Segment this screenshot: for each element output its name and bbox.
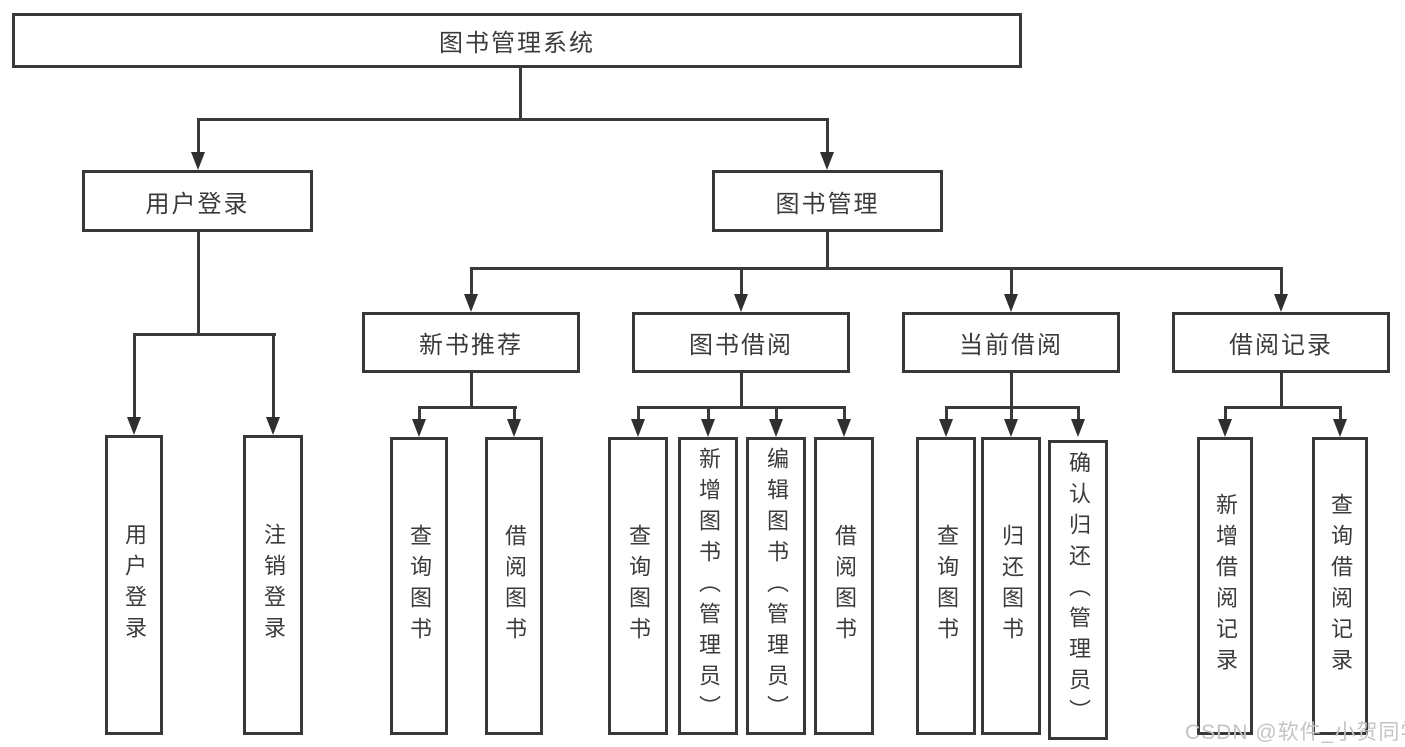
leaf-label: 查询图书 [934, 524, 959, 648]
leaf-label: 归还图书 [999, 524, 1024, 648]
arrowhead-icon [464, 294, 478, 312]
node-label: 图书管理系统 [439, 30, 595, 57]
leaf-label: 编辑图书（管理员） [764, 446, 789, 726]
connector-line [1010, 373, 1013, 409]
connector-line [197, 118, 829, 121]
node-label: 新书推荐 [419, 332, 523, 359]
leaf-current-return-books: 归还图书 [981, 437, 1041, 735]
arrowhead-icon [631, 419, 645, 437]
leaf-current-confirm-return-admin: 确认归还（管理员） [1048, 440, 1108, 740]
arrowhead-icon [769, 419, 783, 437]
node-user-login: 用户登录 [82, 170, 313, 232]
connector-line [470, 267, 1283, 270]
connector-line [945, 406, 948, 421]
node-borrowing-records: 借阅记录 [1172, 312, 1390, 373]
connector-line [637, 406, 640, 421]
connector-line [418, 406, 517, 409]
connector-line [133, 333, 136, 418]
node-library-system: 图书管理系统 [12, 13, 1022, 68]
connector-line [1280, 267, 1283, 295]
leaf-userlogin-login: 用户登录 [105, 435, 163, 735]
arrowhead-icon [1004, 294, 1018, 312]
connector-line [418, 406, 421, 421]
node-label: 图书借阅 [689, 332, 793, 359]
connector-line [775, 406, 778, 421]
arrowhead-icon [820, 152, 834, 170]
connector-line [1280, 373, 1283, 409]
connector-line [826, 232, 829, 270]
leaf-userlogin-logout: 注销登录 [243, 435, 303, 735]
node-label: 用户登录 [145, 190, 250, 218]
connector-line [1339, 406, 1342, 421]
leaf-label: 新增图书（管理员） [696, 446, 721, 726]
leaf-borrowing-query-books: 查询图书 [608, 437, 668, 735]
leaf-newbook-borrow-books: 借阅图书 [485, 437, 543, 735]
node-book-borrowing: 图书借阅 [632, 312, 850, 373]
connector-line [637, 406, 846, 409]
arrowhead-icon [412, 419, 426, 437]
connector-line [470, 267, 473, 295]
arrowhead-icon [734, 294, 748, 312]
node-new-book-recommendation: 新书推荐 [362, 312, 580, 373]
leaf-current-query-books: 查询图书 [916, 437, 976, 735]
arrowhead-icon [1274, 294, 1288, 312]
leaf-label: 确认归还（管理员） [1066, 450, 1091, 730]
connector-line [843, 406, 846, 421]
connector-line [133, 333, 276, 336]
connector-line [513, 406, 516, 421]
connector-line [197, 232, 200, 336]
arrowhead-icon [837, 419, 851, 437]
arrowhead-icon [1071, 419, 1085, 437]
arrowhead-icon [939, 419, 953, 437]
connector-line [470, 373, 473, 409]
arrowhead-icon [1004, 419, 1018, 437]
leaf-label: 用户登录 [122, 523, 147, 647]
connector-line [826, 118, 829, 154]
leaf-borrowing-edit-books-admin: 编辑图书（管理员） [746, 437, 806, 735]
node-label: 借阅记录 [1229, 332, 1333, 359]
connector-line [707, 406, 710, 421]
arrowhead-icon [1218, 419, 1232, 437]
arrowhead-icon [701, 419, 715, 437]
node-label: 当前借阅 [959, 332, 1063, 359]
connector-line [740, 373, 743, 409]
leaf-label: 查询借阅记录 [1328, 493, 1353, 679]
arrowhead-icon [127, 417, 141, 435]
connector-line [1224, 406, 1342, 409]
leaf-label: 注销登录 [261, 523, 286, 647]
arrowhead-icon [1333, 419, 1347, 437]
node-current-borrowing: 当前借阅 [902, 312, 1120, 373]
connector-line [740, 267, 743, 295]
arrowhead-icon [507, 419, 521, 437]
leaf-newbook-query-books: 查询图书 [390, 437, 448, 735]
connector-line [1010, 267, 1013, 295]
leaf-label: 查询图书 [626, 524, 651, 648]
connector-line [1224, 406, 1227, 421]
arrowhead-icon [266, 417, 280, 435]
leaf-label: 新增借阅记录 [1213, 493, 1238, 679]
connector-line [197, 118, 200, 154]
connector-line [1010, 406, 1013, 421]
leaf-label: 查询图书 [407, 524, 432, 648]
leaf-borrowing-add-books-admin: 新增图书（管理员） [678, 437, 738, 735]
leaf-record-query-borrow-record: 查询借阅记录 [1312, 437, 1368, 735]
connector-line [519, 68, 522, 120]
watermark: CSDN @软件_小贺同学 [1185, 721, 1405, 744]
node-label: 图书管理 [775, 190, 880, 218]
leaf-label: 借阅图书 [832, 524, 857, 648]
node-book-management: 图书管理 [712, 170, 943, 232]
leaf-borrowing-borrow-books: 借阅图书 [814, 437, 874, 735]
connector-line [1077, 406, 1080, 421]
leaf-record-add-borrow-record: 新增借阅记录 [1197, 437, 1253, 735]
connector-line [272, 333, 275, 418]
leaf-label: 借阅图书 [502, 524, 527, 648]
arrowhead-icon [191, 152, 205, 170]
